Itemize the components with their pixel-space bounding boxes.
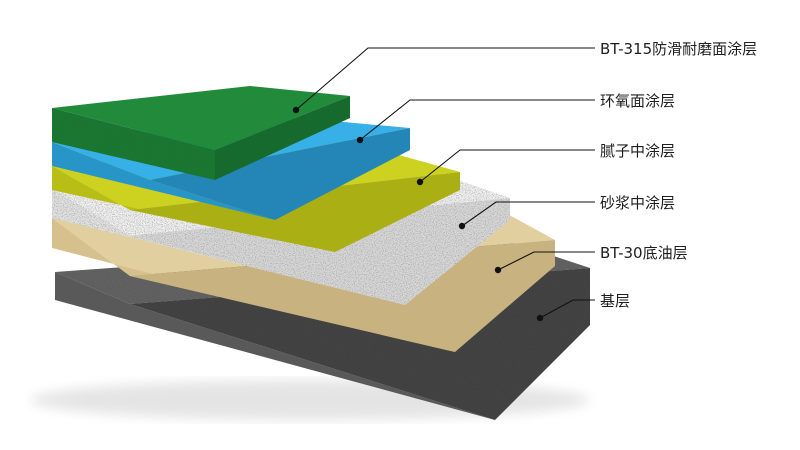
label-topcoat: BT-315防滑耐磨面涂层 bbox=[600, 40, 757, 58]
callout-base bbox=[536, 299, 595, 322]
callout-topcoat bbox=[292, 47, 595, 114]
label-epoxy: 环氧面涂层 bbox=[600, 92, 675, 110]
layer-epoxy-face bbox=[150, 128, 410, 220]
callout-epoxy bbox=[356, 99, 595, 144]
callout-primer bbox=[494, 251, 595, 274]
label-primer: BT-30底油层 bbox=[600, 244, 688, 262]
callout-mortar bbox=[458, 201, 595, 230]
callout-putty bbox=[416, 149, 595, 186]
callouts bbox=[292, 47, 595, 322]
label-putty: 腻子中涂层 bbox=[600, 142, 675, 160]
label-mortar: 砂浆中涂层 bbox=[600, 194, 675, 212]
layer-putty-face bbox=[130, 172, 460, 252]
layer-topcoat bbox=[52, 86, 350, 180]
label-base: 基层 bbox=[600, 292, 630, 310]
